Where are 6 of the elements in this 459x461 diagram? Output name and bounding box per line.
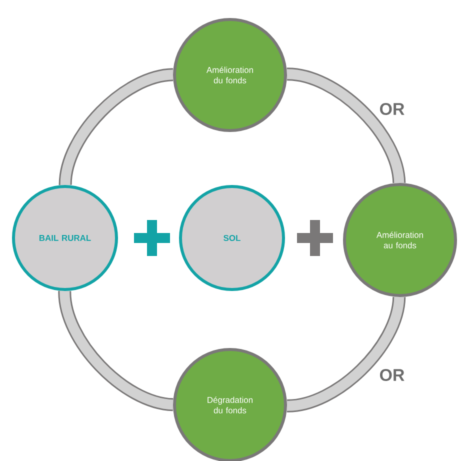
or-label: OR	[380, 103, 404, 115]
ring-band	[58, 290, 174, 412]
ring-band	[286, 296, 406, 412]
ring-band	[58, 68, 174, 186]
ring-band	[286, 68, 406, 184]
or-label: OR	[380, 369, 404, 381]
